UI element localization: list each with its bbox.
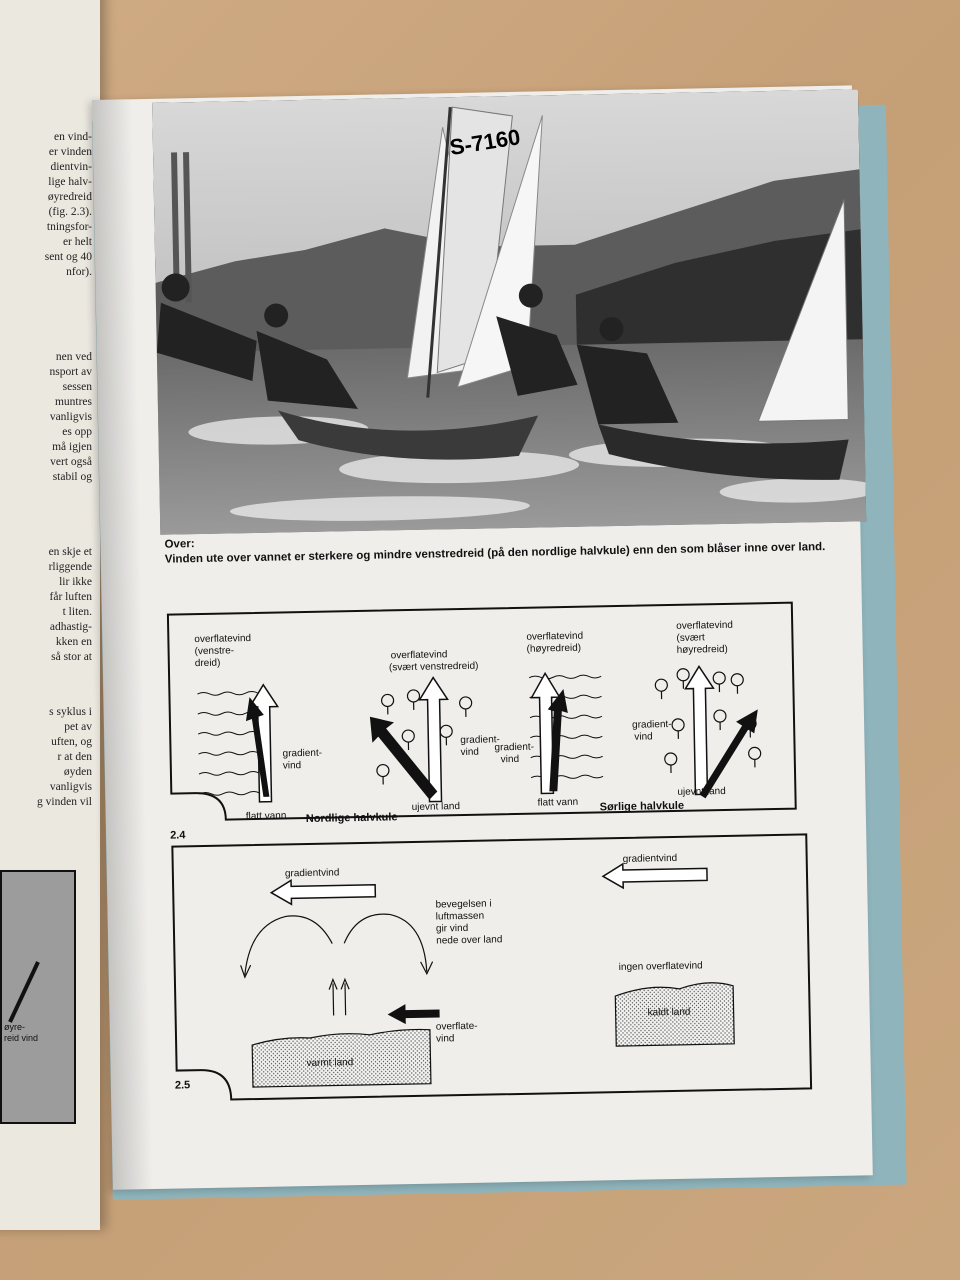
convection-curve-right — [343, 913, 428, 972]
left-text-line: adhastig- — [49, 621, 92, 633]
panel-1-surface-wind-label: overflatevind (venstre- dreid) — [194, 633, 254, 669]
left-figure-label-line: øyre- — [4, 1022, 25, 1032]
panel-1-flat-water-north: overflatevind (venstre- dreid) gradient-… — [194, 633, 325, 822]
left-text-line: må igjen — [52, 441, 92, 453]
panel-2-ground-label: ujevnt land — [412, 801, 461, 813]
book-page: S-7160 Over: Vinden ute over vannet er s… — [92, 85, 873, 1190]
left-text-line: vanligvis — [49, 781, 92, 793]
left-text-line: er helt — [62, 236, 92, 248]
southern-hemisphere-label: Sørlige halvkule — [600, 800, 685, 814]
convection-curve-left — [244, 915, 333, 976]
panel-1-ground-label: flatt vann — [246, 810, 287, 822]
left-text-line: får luften — [49, 591, 92, 603]
panel-2-gradient-label: gradient- vind — [460, 734, 503, 758]
left-text-column: nen ved nsport av sessen muntres vanligvis es… — [50, 350, 92, 485]
left-text-line: vert også — [50, 456, 92, 468]
left-figure-arrow — [8, 961, 40, 1023]
figure-2-5-left-scene: gradientvind bevegelsen i luftmassen gir… — [240, 867, 502, 1088]
warm-land-label: varmt land — [306, 1057, 353, 1069]
panel-2-surface-arrow — [369, 716, 438, 800]
left-text-line: g vinden vil — [37, 796, 92, 808]
left-text-line: pet av — [64, 721, 92, 733]
left-text-line: stabil og — [52, 471, 92, 483]
panel-4-rough-land-south: overflatevind (svært høyredreid) gradien… — [632, 620, 762, 799]
surface-wind-label: overflate- vind — [436, 1021, 481, 1045]
rising-air-arrow — [332, 983, 335, 1016]
panel-3-ground-label: flatt vann — [537, 797, 578, 809]
left-text-column: s syklus i pet av uften, og r at den øyden va… — [37, 705, 92, 810]
left-text-line: en vind- — [53, 131, 92, 143]
panel-1-gradient-label: gradient- vind — [282, 748, 325, 772]
panel-3-surface-wind-label: overflatevind (høyredreid) — [526, 631, 586, 655]
left-text-line: tningsfor- — [46, 221, 92, 233]
left-text-line: er vinden — [48, 146, 92, 158]
left-text-line: t liten. — [62, 606, 92, 618]
left-figure-label: øyre- reid vind — [4, 1022, 38, 1044]
panel-2-rough-land-north: overflatevind (svært venstredreid) gradi… — [369, 649, 503, 813]
left-text-line: (fig. 2.3). — [48, 206, 92, 218]
left-text-line: sent og 40 — [44, 251, 92, 263]
panel-4-gradient-arrow — [684, 665, 715, 796]
left-text-line: muntres — [54, 396, 92, 408]
rising-air-arrow — [344, 983, 347, 1016]
photo-illustration: S-7160 — [152, 89, 867, 535]
left-text-line: øyredreid — [47, 191, 92, 203]
left-text-line: r at den — [57, 751, 92, 763]
sailing-photo: S-7160 — [152, 89, 867, 535]
gradient-wind-arrow-left — [269, 878, 377, 906]
left-text-line: uften, og — [51, 736, 92, 748]
gradient-wind-arrow-right — [601, 862, 708, 890]
left-figure-label-line: reid vind — [4, 1033, 39, 1043]
panel-4-surface-wind-label: overflatevind (svært høyredreid) — [676, 620, 736, 656]
figure-2-5-number: 2.5 — [175, 1079, 191, 1091]
left-text-line: s syklus i — [49, 706, 92, 718]
left-text-column: en skje et rliggende lir ikke får luften t l… — [49, 545, 92, 665]
surface-wind-arrow — [387, 1004, 440, 1025]
figure-2-4-frame — [166, 601, 797, 821]
left-text-line: sessen — [62, 381, 92, 393]
panel-3-surface-arrow — [547, 689, 568, 792]
panel-4-gradient-label: gradient- vind — [632, 719, 675, 743]
figure-2-5-right-scene: gradientvind ingen overflatevind kaldt l… — [601, 853, 735, 1047]
left-text-line: vanligvis — [49, 411, 92, 423]
panel-3-gradient-label: gradient- vind — [494, 742, 537, 766]
left-text-column: en vind-er vinden dientvin-lige halv-øyre… — [45, 130, 92, 280]
wind-diagrams: 2.4 overflatevind (venstre- dreid) gradi… — [166, 601, 813, 1101]
left-text-line: nfor). — [66, 266, 92, 278]
left-text-line: es opp — [62, 426, 92, 438]
caption-heading: Over: — [164, 538, 195, 551]
warm-land-block — [251, 1028, 432, 1088]
left-text-line: så stor at — [51, 651, 92, 663]
left-text-line: lige halv- — [48, 176, 92, 188]
caption-text: Vinden ute over vannet er sterkere og mi… — [164, 541, 826, 566]
left-text-line: nen ved — [55, 351, 92, 363]
gradient-wind-label-right: gradientvind — [623, 853, 678, 865]
cold-land-label: kaldt land — [648, 1007, 691, 1019]
northern-hemisphere-label: Nordlige halvkule — [306, 811, 398, 825]
panel-4-surface-arrow — [699, 709, 758, 799]
left-text-line: nsport av — [49, 366, 92, 378]
left-text-line: kken en — [55, 636, 92, 648]
gradient-wind-label-left: gradientvind — [285, 867, 340, 879]
figure-2-4-number: 2.4 — [170, 829, 186, 841]
panel-2-gradient-arrow — [418, 676, 449, 803]
panel-2-surface-wind-label: overflatevind (svært venstredreid) — [389, 649, 479, 674]
panel-1-surface-arrow — [245, 697, 270, 797]
left-text-line: dientvin- — [50, 161, 92, 173]
figure-2-5-frame — [171, 833, 813, 1101]
air-movement-label: bevegelsen i luftmassen gir vind nede ov… — [435, 898, 502, 946]
left-text-line: rliggende — [48, 561, 92, 573]
panel-3-flat-water-south: overflatevind (høyredreid) gradient- vin… — [494, 631, 604, 809]
no-surface-wind-label: ingen overflatevind — [619, 960, 703, 973]
left-text-line: øyden — [63, 766, 92, 778]
left-text-line: lir ikke — [59, 576, 92, 588]
panel-4-ground-label: ujevnt land — [677, 786, 726, 798]
left-page: øyre- reid vind en vind-er vinden dientvi… — [0, 0, 100, 1230]
left-page-figure: øyre- reid vind — [0, 870, 76, 1124]
left-text-line: en skje et — [48, 546, 92, 558]
cold-land-block — [614, 982, 735, 1047]
